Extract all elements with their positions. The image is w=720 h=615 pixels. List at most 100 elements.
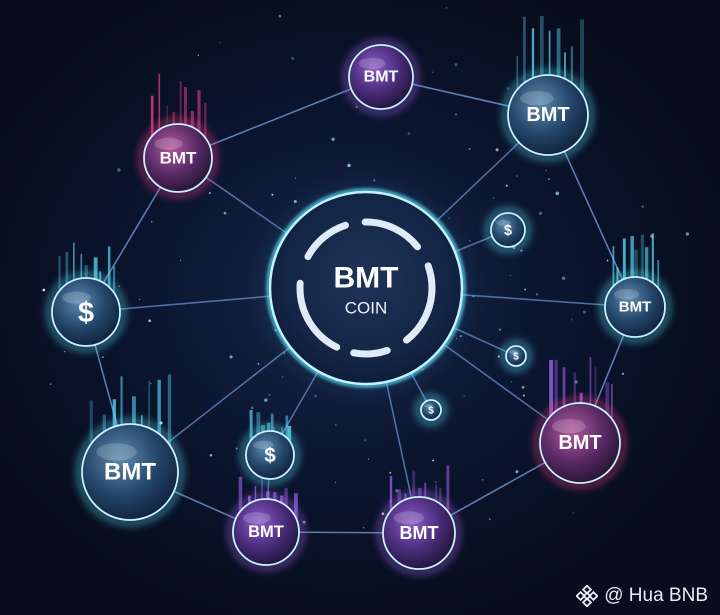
coin-node-small-dollar-3: $: [415, 394, 447, 426]
glow-streak: [589, 357, 592, 427]
glow-streak: [554, 359, 558, 427]
coin-node-right: BMT: [599, 271, 671, 343]
star-dot: [101, 356, 104, 359]
node-label: BMT: [619, 299, 652, 316]
star-dot: [685, 232, 690, 236]
star-dot: [302, 520, 306, 524]
binance-logo-icon: [576, 585, 599, 607]
coin-node-top-right: BMT: [502, 69, 594, 161]
glow-streak: [179, 81, 182, 145]
star-dot: [572, 512, 575, 514]
star-dot: [468, 147, 471, 151]
glow-streak: [65, 252, 69, 299]
glow-streak: [158, 73, 161, 145]
star-dot: [521, 385, 525, 389]
star-dot: [271, 193, 274, 196]
node-glow: [240, 425, 300, 485]
star-dot: [167, 300, 169, 302]
node-label: BMT: [104, 459, 156, 486]
star-dot: [538, 211, 543, 216]
glow-streak: [562, 367, 566, 427]
star-dot: [621, 372, 624, 375]
star-dot: [495, 148, 499, 152]
coin-node-small-dollar-1: $: [485, 207, 531, 253]
coin-node-top: BMT: [343, 39, 419, 115]
coin-node-bottom-left: BMT: [227, 493, 305, 571]
glow-streak: [611, 384, 613, 427]
star-dot: [208, 192, 211, 194]
watermark: @ Hua BNB: [576, 585, 708, 607]
star-dot: [138, 298, 141, 301]
node-highlight: [242, 512, 271, 525]
glow-streak: [640, 234, 644, 295]
node-sphere: [51, 277, 121, 347]
node-sphere: [81, 423, 179, 521]
star-dot: [334, 424, 337, 426]
node-highlight: [62, 291, 91, 304]
glow-streak: [651, 233, 654, 295]
glow-streak: [523, 16, 526, 99]
star-dot: [431, 71, 434, 74]
central-coin: BMT COIN: [246, 168, 486, 408]
glow-streak: [120, 376, 123, 453]
core-title: BMT: [334, 262, 399, 295]
star-dot: [454, 63, 458, 67]
core-glow-ring: [266, 188, 466, 388]
node-highlight: [96, 443, 137, 461]
star-dot: [331, 137, 335, 141]
node-glow: [377, 491, 461, 575]
star-dot: [561, 276, 566, 280]
node-highlight: [496, 219, 511, 226]
node-glow: [534, 397, 626, 489]
node-highlight: [154, 137, 183, 150]
node-glow: [76, 418, 184, 526]
star-dot: [229, 355, 233, 359]
node-label: BMT: [364, 69, 399, 86]
glow-streak: [657, 260, 660, 295]
star-dot: [364, 439, 367, 442]
node-highlight: [509, 350, 518, 354]
glow-streak: [285, 415, 289, 446]
node-sphere: [505, 345, 527, 367]
glow-streak: [58, 255, 61, 299]
node-glow: [500, 340, 532, 372]
star-dot: [545, 169, 547, 171]
star-dot: [498, 328, 502, 331]
node-sphere: [382, 496, 456, 570]
node-glow: [502, 69, 594, 161]
star-dot: [389, 471, 392, 474]
coin-node-lower-left: BMT: [76, 418, 184, 526]
node-sphere: [420, 399, 442, 421]
glow-streak: [605, 382, 610, 427]
glow-streak: [167, 374, 172, 453]
star-dot: [432, 459, 435, 462]
star-dot: [463, 395, 465, 397]
star-dot: [63, 351, 66, 353]
star-dot: [209, 453, 213, 457]
star-dot: [179, 259, 182, 262]
star-dot: [291, 56, 295, 60]
star-dot: [481, 478, 484, 481]
dollar-icon: $: [264, 445, 276, 467]
star-dot: [520, 249, 523, 252]
star-dot: [515, 470, 519, 474]
star-dot: [515, 175, 518, 177]
node-sphere: [507, 74, 589, 156]
coin-node-small-dollar-2: $: [500, 340, 532, 372]
node-sphere: [143, 123, 213, 193]
star-dot: [497, 355, 500, 358]
glow-streak: [197, 90, 201, 145]
star-dot: [278, 14, 282, 18]
glow-streak: [580, 19, 584, 100]
star-dot: [151, 221, 153, 223]
glow-streak: [516, 56, 519, 99]
node-label: BMT: [248, 523, 284, 541]
node-highlight: [424, 404, 433, 408]
star-dot: [570, 318, 573, 321]
star-dot: [219, 41, 222, 44]
glow-streak: [549, 360, 553, 427]
star-dot: [641, 205, 644, 208]
coin-node-lower-right: BMT: [534, 397, 626, 489]
